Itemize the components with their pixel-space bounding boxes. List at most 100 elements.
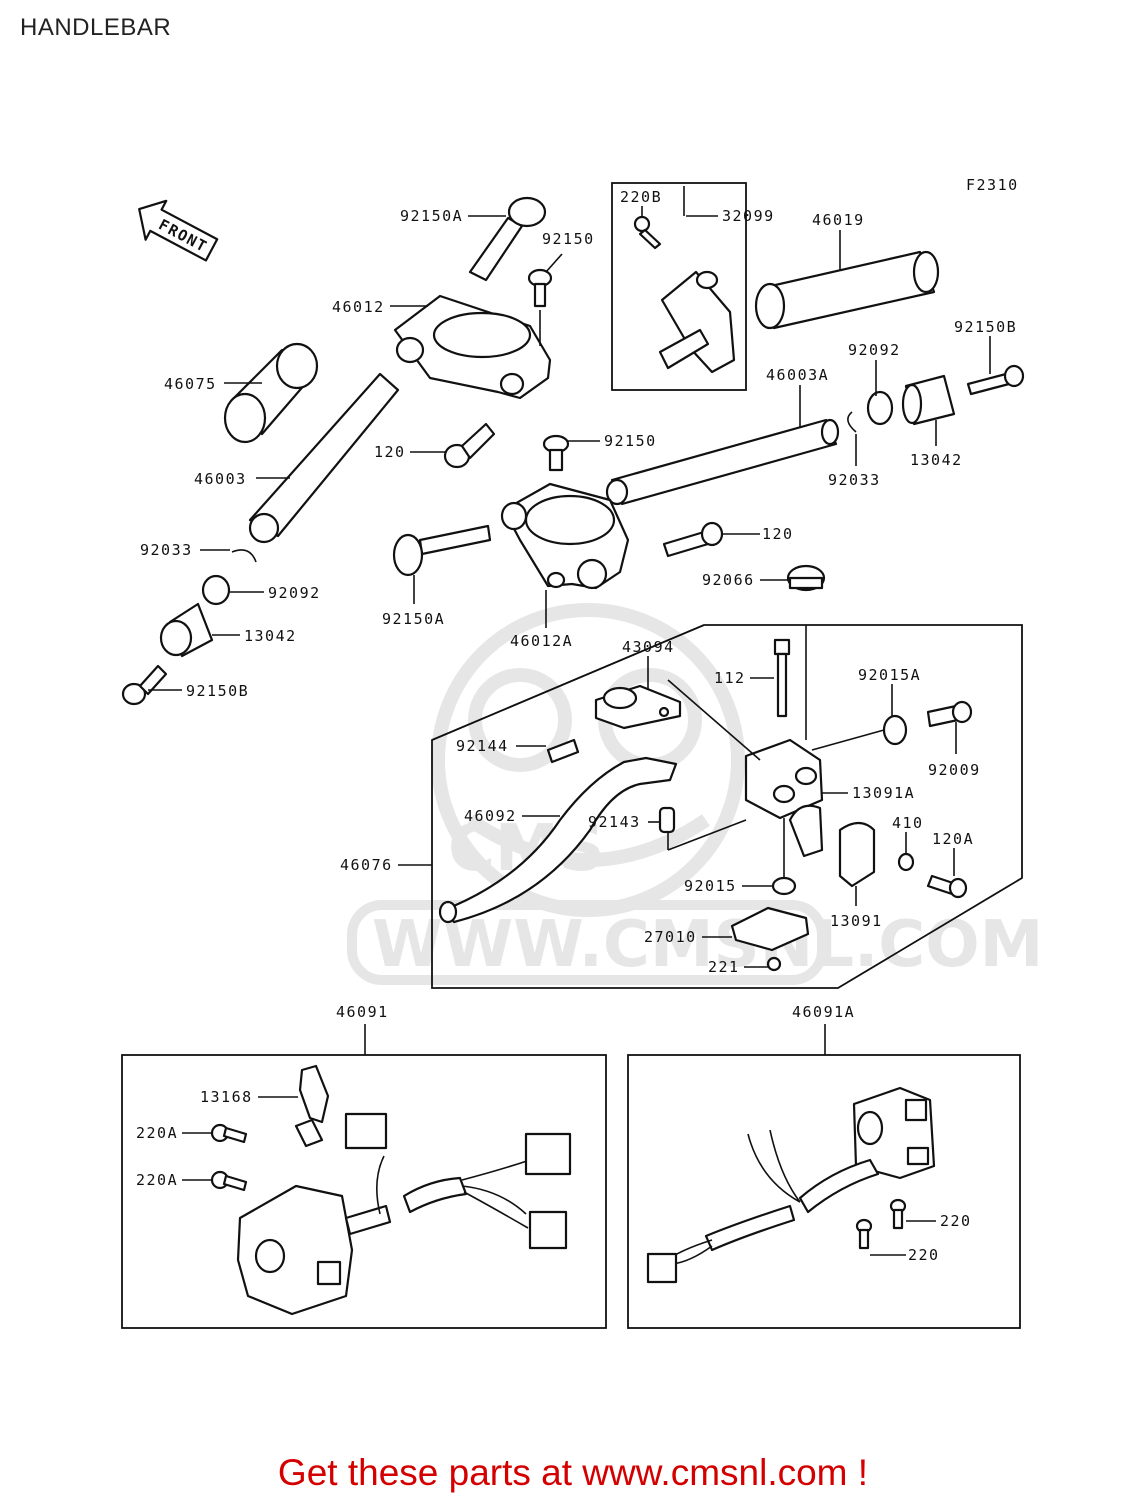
label-410: 410 — [892, 814, 924, 832]
label-13168: 13168 — [200, 1088, 253, 1106]
part-220A-screw-1 — [210, 1123, 248, 1144]
part-46092-lever — [438, 756, 678, 924]
label-46003: 46003 — [194, 470, 247, 488]
part-112-bolt — [773, 638, 791, 718]
part-46075-grip-left — [223, 342, 319, 444]
part-labels: 92150A 92150 46012 46075 120 46003 92033… — [136, 188, 1017, 1264]
label-221: 221 — [708, 958, 740, 976]
label-120: 120 — [374, 443, 406, 461]
promo-link-text[interactable]: Get these parts at www.cmsnl.com ! — [277, 1452, 869, 1493]
part-46012-clamp — [393, 294, 552, 400]
label-13042-right: 13042 — [910, 451, 963, 469]
part-46012A-clamp — [500, 482, 630, 590]
part-27010-switch — [730, 906, 810, 952]
label-13042: 13042 — [244, 627, 297, 645]
part-46091A-switch-right — [646, 1086, 936, 1284]
throttle-assembly-box — [611, 182, 747, 391]
label-220A-1: 220A — [136, 1124, 178, 1142]
part-92033-ring-left — [231, 549, 257, 563]
label-46012A: 46012A — [510, 632, 573, 650]
part-92092-weight-left — [201, 574, 231, 606]
part-13042-weight-left — [159, 602, 214, 658]
part-46091-switch-left — [236, 1112, 572, 1316]
label-92033-right: 92033 — [828, 471, 881, 489]
label-220-1: 220 — [940, 1212, 972, 1230]
part-92033-ring-right — [847, 411, 857, 433]
label-43094: 43094 — [622, 638, 675, 656]
label-112: 112 — [714, 669, 746, 687]
part-92015-nut — [771, 876, 797, 896]
label-92092-right: 92092 — [848, 341, 901, 359]
label-92150B-right: 92150B — [954, 318, 1017, 336]
label-92033: 92033 — [140, 541, 193, 559]
part-46003A-bar-right — [605, 418, 840, 506]
part-46019-grip-right — [754, 250, 940, 330]
label-92144: 92144 — [456, 737, 509, 755]
label-46012: 46012 — [332, 298, 385, 316]
part-221-screw — [766, 956, 782, 972]
label-46003A: 46003A — [766, 366, 829, 384]
label-92143: 92143 — [588, 813, 641, 831]
label-92092: 92092 — [268, 584, 321, 602]
part-13168-lever — [294, 1064, 330, 1148]
label-92009: 92009 — [928, 761, 981, 779]
part-92092-weight-right — [866, 390, 894, 426]
label-120-mid: 120 — [762, 525, 794, 543]
right-switch-box — [627, 1054, 1021, 1329]
label-120A: 120A — [932, 830, 974, 848]
part-43094-adjuster — [594, 684, 682, 730]
part-92143-collar — [658, 806, 676, 834]
front-arrow-icon: FRONT — [138, 199, 219, 262]
label-92150: 92150 — [542, 230, 595, 248]
page-title: HANDLEBAR — [20, 14, 172, 41]
part-46003-bar-left — [248, 372, 400, 544]
part-13042-weight-right — [901, 374, 956, 426]
label-92015: 92015 — [684, 877, 737, 895]
part-220B-screw — [633, 215, 662, 250]
part-220-screw-1 — [889, 1198, 907, 1230]
part-92015A-nut — [882, 714, 908, 746]
part-92150B-bolt-left — [121, 664, 168, 706]
part-13091-holder — [838, 821, 876, 888]
part-13091A-master-body — [744, 738, 824, 858]
watermark-text: WWW.CMSNL.COM — [372, 908, 1043, 982]
part-92150-bolt-top — [527, 268, 553, 308]
part-410-washer — [897, 852, 915, 872]
label-92015A: 92015A — [858, 666, 921, 684]
label-46091A: 46091A — [792, 1003, 855, 1021]
lever-assembly-box — [431, 624, 1023, 989]
label-92150A: 92150A — [400, 207, 463, 225]
label-32099: 32099 — [722, 207, 775, 225]
label-220B: 220B — [620, 188, 662, 206]
label-92150B: 92150B — [186, 682, 249, 700]
label-46075: 46075 — [164, 375, 217, 393]
label-220-2: 220 — [908, 1246, 940, 1264]
left-switch-box — [121, 1054, 607, 1329]
leader-lines — [148, 186, 991, 1256]
part-92144-spring — [546, 738, 580, 764]
label-92150-mid: 92150 — [604, 432, 657, 450]
label-13091A: 13091A — [852, 784, 915, 802]
part-92066-cap — [786, 564, 826, 592]
part-92009-screw — [926, 700, 973, 728]
part-120A-bolt — [926, 874, 968, 899]
label-46091: 46091 — [336, 1003, 389, 1021]
part-120-bolt-mid — [662, 521, 724, 558]
label-46092: 46092 — [464, 807, 517, 825]
label-92150A-mid: 92150A — [382, 610, 445, 628]
part-220-screw-2 — [855, 1218, 873, 1250]
part-120-bolt-top — [443, 422, 496, 469]
part-92150-bolt-mid — [542, 434, 570, 472]
label-220A-2: 220A — [136, 1171, 178, 1189]
label-27010: 27010 — [644, 928, 697, 946]
part-92150B-bolt-right — [966, 364, 1025, 396]
label-92066: 92066 — [702, 571, 755, 589]
label-46019: 46019 — [812, 211, 865, 229]
part-92150A-bolt-top — [468, 196, 547, 282]
part-92150A-bolt-mid — [392, 524, 492, 577]
label-46076: 46076 — [340, 856, 393, 874]
part-32099-throttle — [658, 270, 736, 374]
label-13091: 13091 — [830, 912, 883, 930]
figure-code: F2310 — [966, 176, 1019, 194]
